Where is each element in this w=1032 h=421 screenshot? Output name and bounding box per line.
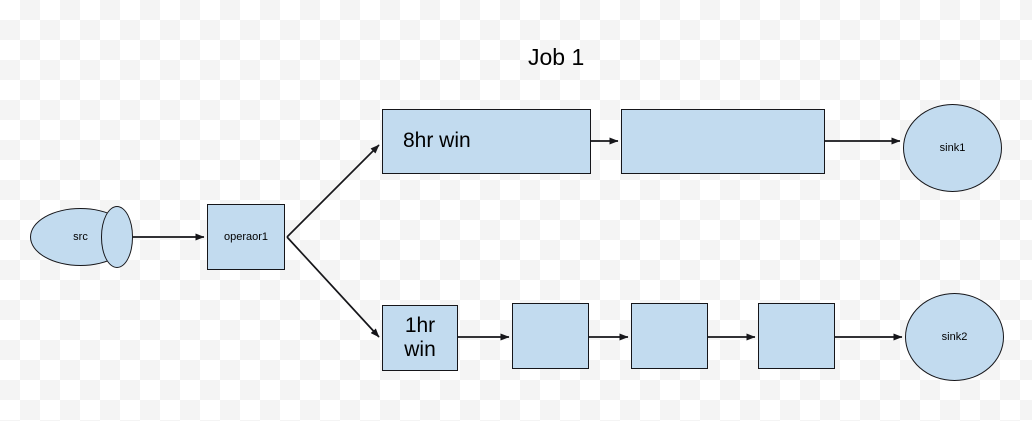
node-top_op2[interactable]: [621, 109, 825, 174]
node-sink1[interactable]: sink1: [903, 104, 1002, 192]
edge-operaor1-to-1hrwin: [286, 236, 380, 338]
node-label-src: src: [73, 231, 88, 243]
edge-operaor1-to-8hrwin: [286, 144, 380, 238]
page-title: Job 1: [528, 44, 585, 70]
cylinder-cap-src: [100, 206, 133, 268]
node-label-sink2: sink2: [941, 330, 968, 343]
node-label-win8hr: 8hr win: [403, 129, 471, 153]
node-src[interactable]: src: [30, 206, 133, 268]
node-operaor1[interactable]: operaor1: [207, 204, 285, 270]
node-win1hr[interactable]: 1hr win: [382, 305, 458, 371]
node-label-sink1: sink1: [939, 141, 966, 154]
node-label-operaor1: operaor1: [223, 230, 269, 243]
node-win8hr[interactable]: 8hr win: [382, 109, 591, 174]
node-bot_op2[interactable]: [512, 303, 589, 369]
node-label-win1hr: 1hr win: [404, 313, 436, 361]
node-sink2[interactable]: sink2: [905, 293, 1004, 381]
node-bot_op3[interactable]: [631, 303, 708, 369]
node-bot_op4[interactable]: [758, 303, 835, 369]
